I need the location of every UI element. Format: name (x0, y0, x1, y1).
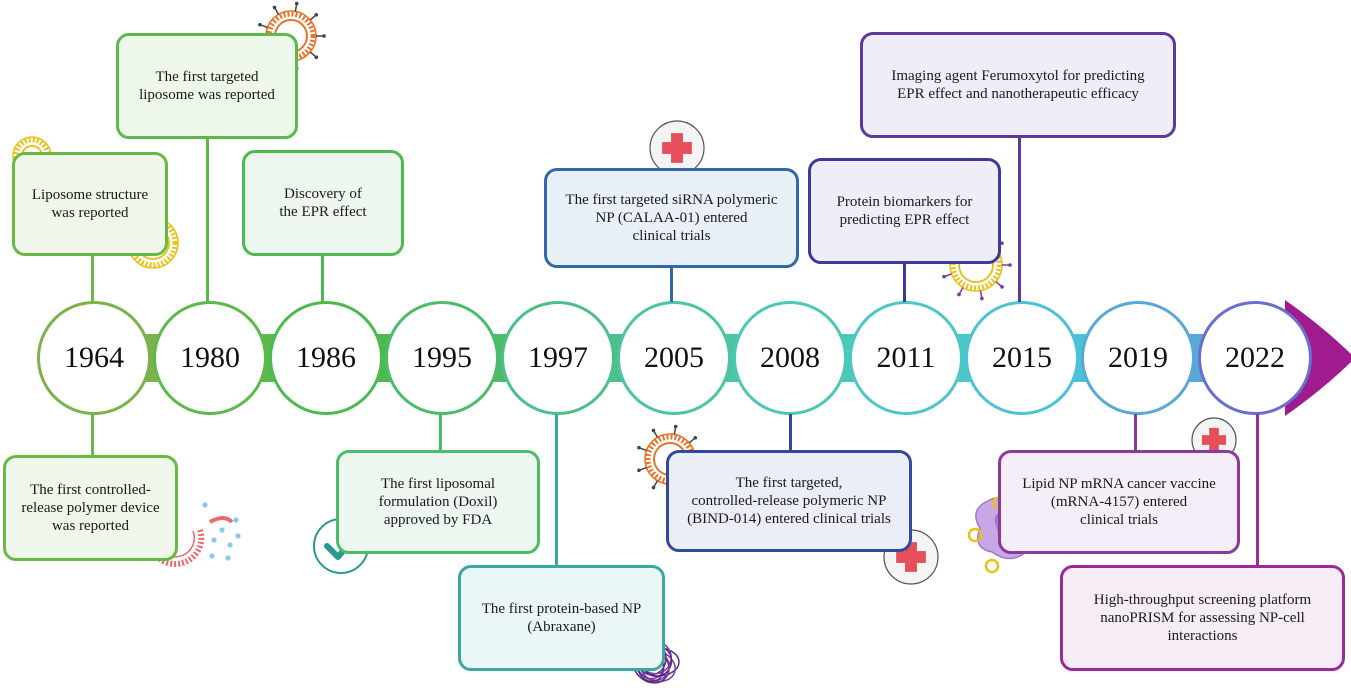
event-text: The first protein-based NP (Abraxane) (481, 601, 642, 635)
year-node-1980: 1980 (153, 301, 267, 415)
year-node-2019: 2019 (1081, 301, 1195, 415)
event-box-bind-014: The first targeted, controlled-release p… (666, 450, 912, 552)
event-text: High-throughput screening platform nanoP… (1093, 592, 1312, 644)
connector-bind-014 (789, 414, 792, 450)
event-box-calaa-01: The first targeted siRNA polymeric NP (C… (544, 168, 799, 268)
event-text: Discovery of the EPR effect (279, 186, 367, 220)
event-box-liposome-structure: Liposome structure was reported (12, 152, 168, 256)
year-node-2005: 2005 (617, 301, 731, 415)
year-node-2008: 2008 (733, 301, 847, 415)
connector-calaa-01 (670, 268, 673, 302)
event-box-epr-effect: Discovery of the EPR effect (242, 150, 404, 256)
connector-epr-effect (321, 256, 324, 302)
year-label: 2005 (644, 341, 704, 374)
year-node-1964: 1964 (37, 301, 151, 415)
event-box-first-targeted-liposome: The first targeted liposome was reported (116, 33, 298, 139)
connector-abraxane (555, 414, 558, 565)
year-label: 2011 (876, 341, 936, 374)
year-node-1995: 1995 (385, 301, 499, 415)
year-node-1997: 1997 (501, 301, 615, 415)
year-node-2022: 2022 (1198, 301, 1312, 415)
event-text: The first targeted liposome was reported (139, 69, 275, 103)
event-box-abraxane: The first protein-based NP (Abraxane) (458, 565, 665, 671)
year-node-2011: 2011 (849, 301, 963, 415)
year-label: 1995 (412, 341, 472, 374)
connector-first-targeted-liposome (206, 139, 209, 302)
year-label: 2019 (1108, 341, 1168, 374)
connector-ferumoxytol (1018, 138, 1021, 302)
year-label: 2015 (992, 341, 1052, 374)
connector-liposome-structure (91, 256, 94, 302)
event-box-controlled-release-device: The first controlled- release polymer de… (3, 455, 178, 561)
event-text: Protein biomarkers for predicting EPR ef… (836, 194, 973, 228)
connector-mrna-4157 (1134, 414, 1137, 450)
event-text: The first liposomal formulation (Doxil) … (378, 476, 498, 528)
event-text: The first targeted siRNA polymeric NP (C… (565, 192, 778, 244)
event-text: Liposome structure was reported (31, 187, 149, 221)
event-box-ferumoxytol: Imaging agent Ferumoxytol for predicting… (860, 32, 1176, 138)
event-box-doxil: The first liposomal formulation (Doxil) … (336, 450, 540, 554)
connector-controlled-release-device (91, 414, 94, 455)
year-label: 1997 (528, 341, 588, 374)
event-box-protein-biomarkers: Protein biomarkers for predicting EPR ef… (808, 158, 1001, 264)
event-text: The first controlled- release polymer de… (21, 482, 160, 534)
year-label: 1986 (296, 341, 356, 374)
event-box-nanoprism: High-throughput screening platform nanoP… (1060, 565, 1345, 671)
connector-nanoprism (1256, 414, 1259, 565)
event-text: The first targeted, controlled-release p… (687, 475, 891, 527)
connector-protein-biomarkers (903, 264, 906, 302)
year-label: 1964 (64, 341, 124, 374)
year-label: 1980 (180, 341, 240, 374)
event-text: Lipid NP mRNA cancer vaccine (mRNA-4157)… (1022, 476, 1216, 528)
connector-doxil (439, 414, 442, 450)
year-label: 2022 (1225, 341, 1285, 374)
event-box-mrna-4157: Lipid NP mRNA cancer vaccine (mRNA-4157)… (998, 450, 1240, 554)
event-text: Imaging agent Ferumoxytol for predicting… (891, 68, 1145, 102)
year-node-2015: 2015 (965, 301, 1079, 415)
year-node-1986: 1986 (269, 301, 383, 415)
year-label: 2008 (760, 341, 820, 374)
